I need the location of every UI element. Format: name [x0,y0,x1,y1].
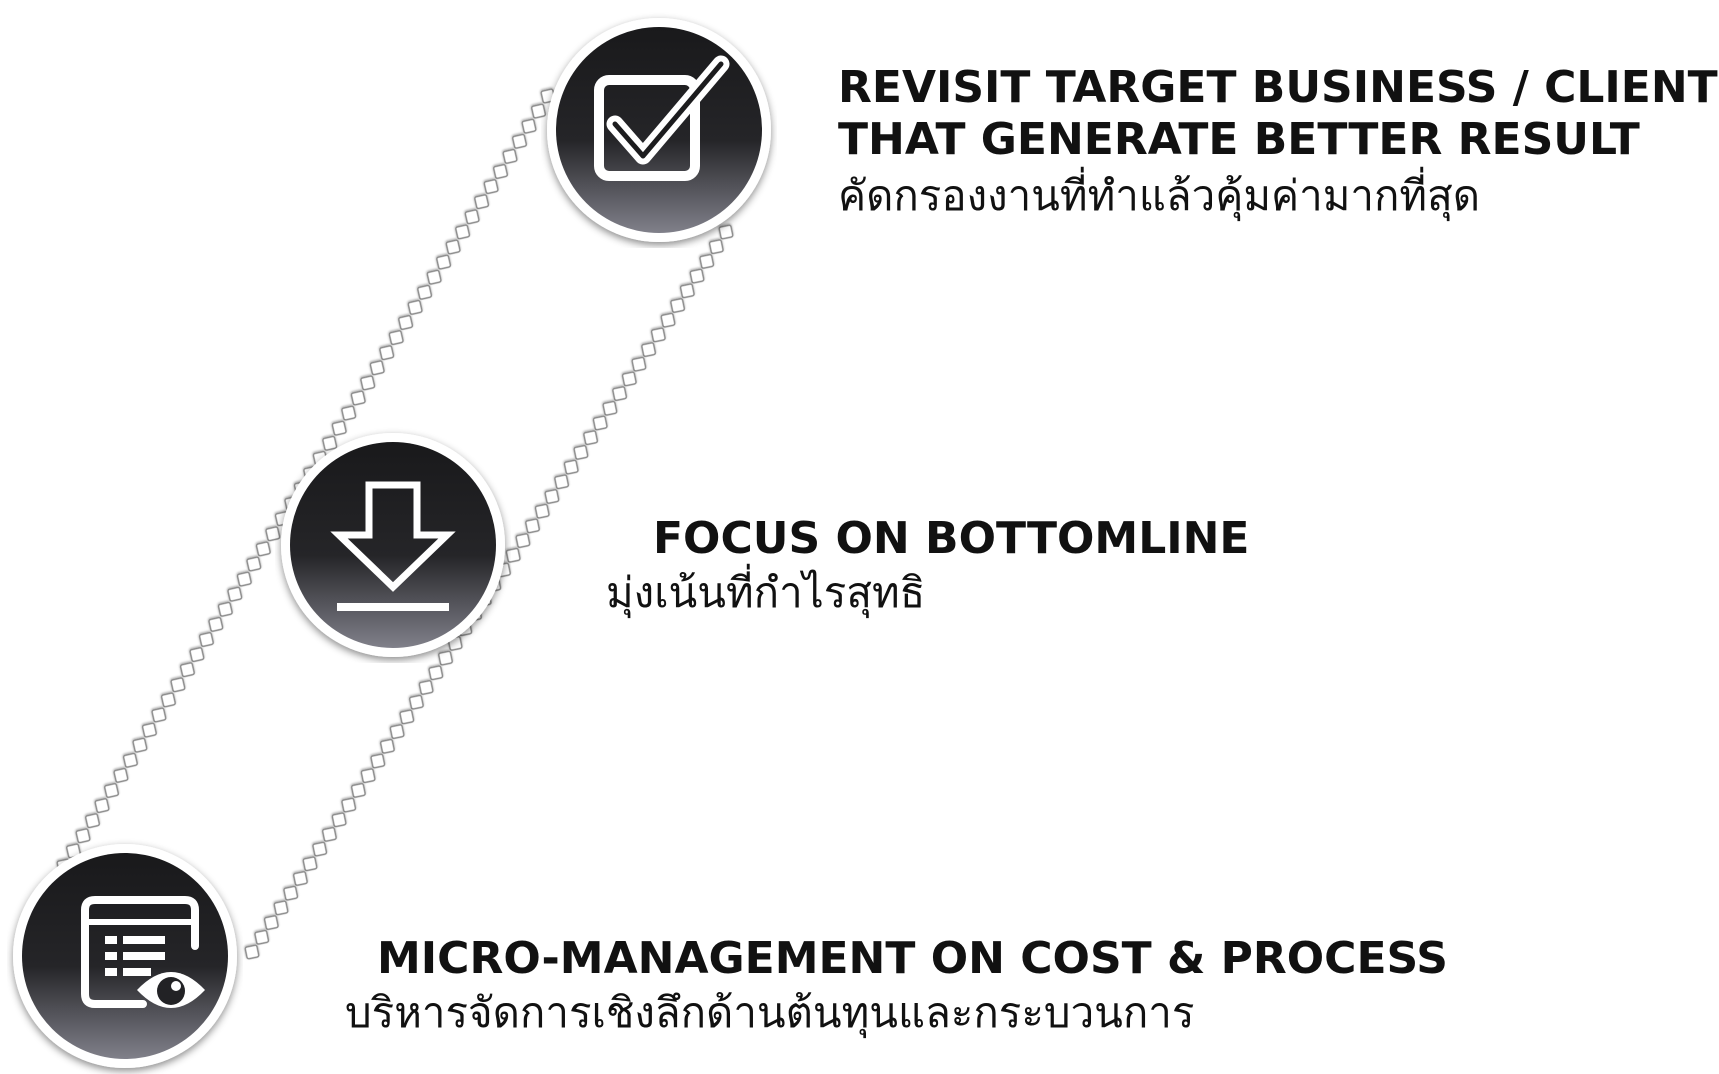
rail-tile [380,739,394,753]
rail-tile [237,572,251,586]
step-3-subtitle: บริหารจัดการเชิงลึกด้านต้นทุนและกระบวนกา… [345,988,1195,1037]
rail-tile [555,475,569,489]
rail-tile [455,225,469,239]
rail-tile [247,557,261,571]
rail-tile [522,119,536,133]
rail-tile [516,534,530,548]
rail-tile [564,460,578,474]
rail-tile [535,504,549,518]
rail-tile [218,602,232,616]
rail-tile [264,916,278,930]
rail-tile [390,725,404,739]
rail-tile [632,357,646,371]
rail-tile [545,489,559,503]
rail-tile [398,315,412,329]
rail-tile [370,361,384,375]
rail-tile [180,663,194,677]
rail-tile [593,416,607,430]
rail-tile [245,945,259,959]
rail-tile [142,723,156,737]
rail-tile [613,387,627,401]
step-1-subtitle: คัดกรองงานที่ทำแล้วคุ้มค่ามากที่สุด [838,171,1480,220]
rail-tile [680,284,694,298]
rail-tile [584,431,598,445]
step-3-title: MICRO-MANAGEMENT ON COST & PROCESS [377,933,1448,984]
rail-tile [671,298,685,312]
rail-tile [284,886,298,900]
rail-tile [661,313,675,327]
rail-tile [436,255,450,269]
step-2-subtitle: มุ่งเน้นที่กำไรสุทธิ [606,568,926,617]
rail-tile [603,401,617,415]
rail-tile [429,666,443,680]
rail-tile [700,254,714,268]
rail-tile [503,149,517,163]
rail-tile [171,678,185,692]
rail-tile [493,164,507,178]
rail-tile [228,587,242,601]
step-2-download-arrow-icon [281,433,505,657]
rail-tile [209,617,223,631]
rail-tile [361,376,375,390]
rail-tile [255,930,269,944]
rail-tile [409,695,423,709]
rail-tile [342,798,356,812]
rail-tile [152,708,166,722]
step-1-text: REVISIT TARGET BUSINESS / CLIENTS THAT G… [838,62,1719,224]
rail-tile [133,738,147,752]
rail-tile [380,346,394,360]
rail-tile [371,754,385,768]
rail-tile [342,406,356,420]
rail-tile [690,269,704,283]
step-1-title: REVISIT TARGET BUSINESS / CLIENTS THAT G… [838,62,1719,166]
step-3-text: MICRO-MANAGEMENT ON COST & PROCESS บริหา… [345,933,1448,1041]
rail-tile [351,783,365,797]
rail-tile [465,210,479,224]
rail-tile [95,798,109,812]
rail-tile [651,328,665,342]
step-1-checkbox-icon [547,18,771,242]
rail-tile [408,300,422,314]
rail-tile [417,285,431,299]
rail-tile [361,769,375,783]
rail-tile [642,343,656,357]
step-3-document-eye-icon [13,844,237,1068]
rail-tile [622,372,636,386]
rail-tile [351,391,365,405]
rail-tile [419,680,433,694]
rail-tile [332,813,346,827]
step-2-title: FOCUS ON BOTTOMLINE [653,513,1250,564]
rail-tile [474,195,488,209]
rail-tile [199,632,213,646]
rail-tile [123,753,137,767]
rail-tile [389,330,403,344]
rail-tile [525,519,539,533]
rail-tile [293,871,307,885]
step-2-text: FOCUS ON BOTTOMLINE มุ่งเน้นที่กำไรสุทธิ [606,513,1250,621]
rail-tile [85,814,99,828]
rail-tile [446,240,460,254]
rail-tile [400,710,414,724]
rail-tile [114,768,128,782]
rail-tile [256,542,270,556]
rail-tile [303,857,317,871]
rail-tile [484,179,498,193]
rail-tile [161,693,175,707]
rail-tile [427,270,441,284]
rail-tile [512,134,526,148]
rail-tile [190,647,204,661]
rail-tile [574,445,588,459]
step-1-title-line-1: REVISIT TARGET BUSINESS / CLIENTS [838,62,1719,113]
rail-tile [313,842,327,856]
rail-tile [274,901,288,915]
rail-tile [104,783,118,797]
rail-tile [322,827,336,841]
step-1-title-line-2: THAT GENERATE BETTER RESULT [838,114,1640,165]
